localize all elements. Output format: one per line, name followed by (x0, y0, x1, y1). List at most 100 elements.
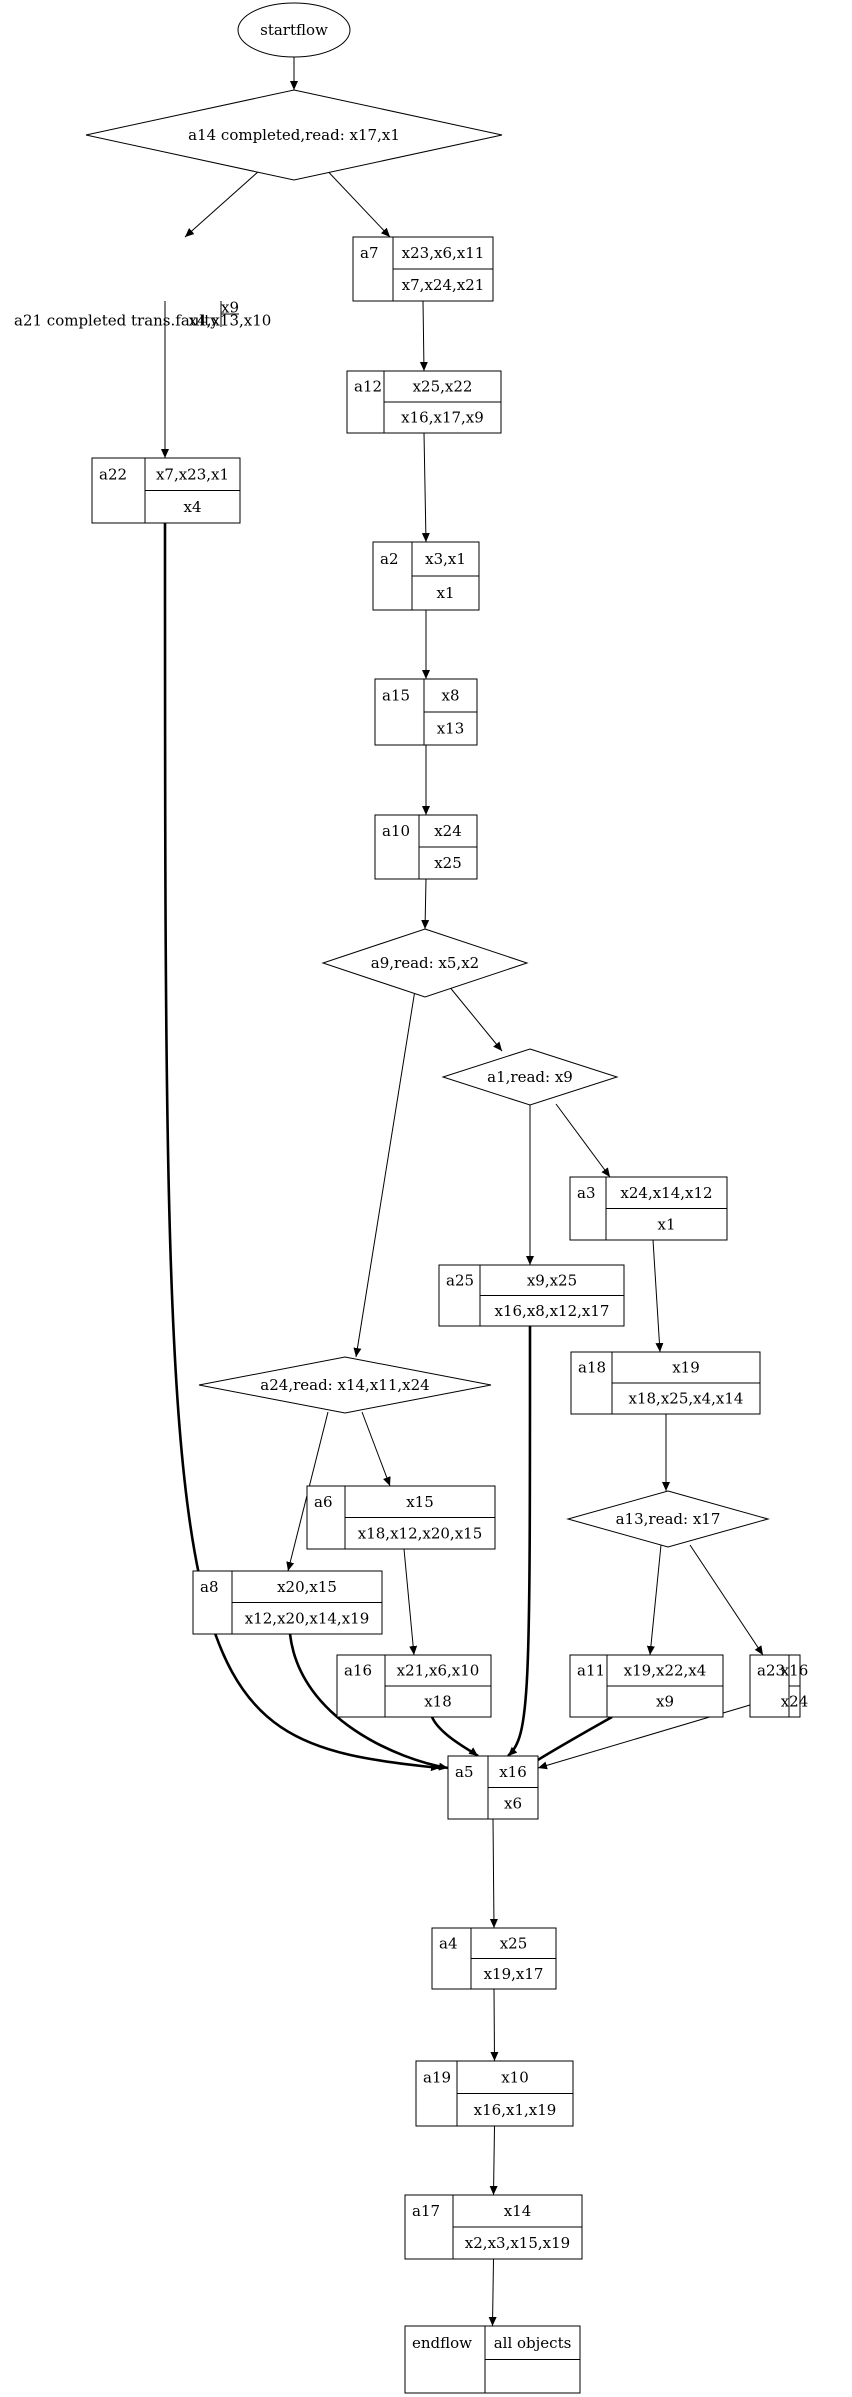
edge-a16-to-a5 (430, 1716, 479, 1758)
activity-name: a3 (577, 1184, 596, 1202)
edge-d9-to-d24 (353, 989, 416, 1358)
activity-a2: a2 x3,x1 x1 (372, 541, 480, 611)
activity-name: a12 (354, 378, 382, 396)
decision-diamond (321, 928, 529, 998)
activity-top-value: x15 (406, 1493, 434, 1511)
activity-bottom-value: x16,x8,x12,x17 (495, 1302, 610, 1320)
start-label: startflow (260, 21, 328, 39)
activity-top-value: x24,x14,x12 (620, 1184, 712, 1202)
activity-name: a4 (439, 1934, 458, 1952)
edges-layer (161, 57, 764, 2327)
activity-top-value: all objects (494, 2334, 572, 2352)
activity-a25: a25 x9,x25 x16,x8,x12,x17 (438, 1264, 625, 1327)
edge-a4-to-a19 (490, 1988, 499, 2062)
activity-top-value: x16 (499, 1763, 527, 1781)
activity-top-value: x21,x6,x10 (397, 1662, 480, 1680)
activity-name: endflow (412, 2334, 472, 2352)
edge-a8-to-a5 (288, 1633, 449, 1771)
activity-bottom-value: x25 (434, 854, 462, 872)
decision-label: a14 completed,read: x17,x1 (188, 126, 400, 144)
activity-name: a11 (577, 1662, 605, 1680)
nodes-layer: startflow a14 completed,read: x17,x1 a9,re… (14, 2, 809, 2394)
edge-a17-to-endflow (488, 2258, 497, 2327)
activity-a10: a10 x24 x25 (374, 814, 478, 880)
activity-name: a16 (344, 1662, 372, 1680)
activity-a19: a19 x10 x16,x1,x19 (415, 2060, 574, 2127)
activity-name: a8 (200, 1578, 219, 1596)
activity-name: a10 (382, 822, 410, 840)
activity-name: a2 (380, 550, 399, 568)
activity-name: a17 (412, 2202, 440, 2220)
decision-diamond (566, 1490, 770, 1548)
edge-d13-to-a23 (689, 1544, 764, 1656)
activity-bottom-value: x19,x17 (484, 1965, 544, 1983)
decision-d24: a24,read: x14,x11,x24 (198, 1356, 492, 1414)
activity-bottom-value: x24 (781, 1693, 809, 1711)
activity-bottom-value: x16,x1,x19 (474, 2101, 557, 2119)
activity-name: a25 (446, 1271, 474, 1289)
activity-top-value: x25,x22 (413, 378, 473, 396)
activity-name: a21 completed trans.faulty (14, 312, 219, 330)
decision-label: a24,read: x14,x11,x24 (260, 1376, 429, 1394)
edge-d14-to-a7 (319, 162, 391, 238)
activity-endflow: endflow all objects (404, 2325, 581, 2394)
start-node: startflow (237, 2, 351, 58)
activity-bottom-value: x12,x20,x14,x19 (245, 1609, 370, 1627)
start-ellipse (237, 2, 351, 58)
activity-top-value: x24 (434, 822, 462, 840)
edge-d14-to-a21 (184, 162, 269, 238)
activity-a11: a11 x19,x22,x4 x9 (569, 1654, 724, 1718)
activity-bottom-value: x9 (656, 1693, 674, 1711)
activity-bottom-value: x7,x24,x21 (402, 276, 485, 294)
decision-diamond (441, 1048, 619, 1106)
activity-top-value: x19 (672, 1359, 700, 1377)
edge-d1-to-a3 (555, 1103, 611, 1178)
edge-a12-to-a2 (421, 432, 430, 543)
activity-bottom-value: x9 (221, 299, 239, 317)
activity-top-value: x3,x1 (425, 550, 466, 568)
activity-name: a7 (360, 244, 379, 262)
decision-label: a9,read: x5,x2 (371, 954, 479, 972)
activity-name: a22 (99, 465, 127, 483)
decision-diamond (85, 89, 503, 181)
activity-top-value: x16 (781, 1662, 809, 1680)
activity-bottom-value: x2,x3,x15,x19 (465, 2234, 570, 2252)
edge-d13-to-a11 (646, 1544, 662, 1656)
activity-bottom-value: x13 (437, 720, 465, 738)
activity-bottom-value: x18,x25,x4,x14 (629, 1390, 744, 1408)
edge-a19-to-a17 (489, 2125, 498, 2196)
activity-top-value: x25 (500, 1934, 528, 1952)
activity-top-value: x10 (501, 2068, 529, 2086)
decision-label: a13,read: x17 (616, 1510, 721, 1528)
activity-a3: a3 x24,x14,x12 x1 (569, 1176, 728, 1241)
edge-d24-to-a6 (361, 1411, 391, 1487)
activity-bottom-value: x4 (183, 498, 201, 516)
activity-top-value: x9,x25 (527, 1271, 577, 1289)
activity-a22: a22 x7,x23,x1 x4 (91, 457, 241, 524)
activity-top-value: x20,x15 (277, 1578, 337, 1596)
activity-top-value: x4,x13,x10 (189, 312, 272, 330)
activity-bottom-value: x1 (436, 584, 454, 602)
activity-bottom-value: x1 (657, 1215, 675, 1233)
edge-a7-to-a12 (419, 300, 428, 372)
activity-bottom-value: x16,x17,x9 (401, 409, 484, 427)
activity-bottom-value: x18,x12,x20,x15 (358, 1524, 483, 1542)
edge-a3-to-a18 (652, 1239, 664, 1353)
activity-a4: a4 x25 x19,x17 (431, 1927, 557, 1990)
activity-top-value: x7,x23,x1 (156, 465, 229, 483)
edge-a10-to-d9 (421, 878, 430, 930)
activity-name: a19 (423, 2068, 451, 2086)
activity-top-value: x19,x22,x4 (624, 1662, 707, 1680)
activity-name: a6 (314, 1493, 333, 1511)
decision-diamond (198, 1356, 492, 1414)
decision-d13: a13,read: x17 (566, 1490, 770, 1548)
edge-d9-to-d1 (447, 984, 503, 1052)
